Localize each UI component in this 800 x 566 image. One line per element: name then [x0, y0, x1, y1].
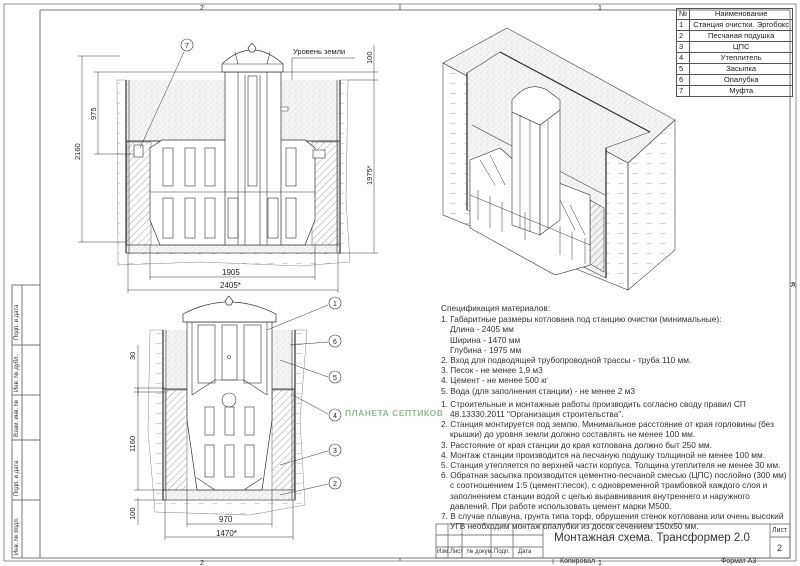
stamp-sign-date: Подп. и дата: [14, 304, 20, 340]
balloon-4: 4: [333, 413, 337, 420]
note-item: 4. Монтаж станции производится на песчан…: [441, 449, 765, 460]
row-no: 4: [675, 52, 691, 64]
dim-2160: 2160: [73, 143, 82, 160]
row-no: 2: [675, 30, 691, 42]
copied-label: Копировал: [560, 558, 596, 565]
isometric-view: [442, 27, 676, 291]
sheet-number: 2: [777, 543, 783, 553]
sheet-label: Лист: [772, 527, 788, 534]
spec-item: 3. Песок - не менее 1,9 м3: [441, 365, 543, 376]
row-no: 1: [675, 19, 691, 31]
header-no: №: [675, 8, 691, 20]
zone-label: 1: [598, 5, 602, 12]
row-name: Утеплитель: [689, 52, 794, 64]
row-no: 3: [675, 41, 691, 53]
watermark-logo: ПЛАНЕТА СЕПТИКОВ: [345, 408, 443, 418]
dim-30: 30: [128, 352, 137, 360]
row-no: 6: [675, 74, 691, 86]
drawing-title: Монтажная схема. Трансформер 2.0: [554, 532, 750, 544]
note-item: 7. В случае плывуна, грунта типа торф, о…: [441, 511, 784, 532]
dim-100: 100: [365, 51, 374, 64]
watermark-text: ПЛАНЕТА СЕПТИКОВ: [345, 408, 444, 418]
specification-notes: Спецификация материалов: 1. Габаритные р…: [441, 303, 791, 531]
section-view: 1 6 5 4 3 2 30 1160 100 970 1470*: [128, 295, 342, 540]
note-item: 5. Станция утепляется по верхней части к…: [441, 460, 781, 471]
sheet-frame: [3, 3, 797, 562]
balloon-1: 1: [333, 301, 337, 308]
col-doc-no: № докум.: [467, 549, 494, 555]
ground-level-label: Уровень земли: [293, 47, 345, 56]
spec-heading: Спецификация материалов:: [441, 303, 551, 313]
section-balloons: [328, 296, 342, 490]
col-sheet: Лист: [450, 549, 464, 555]
stamp-orig-inv: Инв. № подл.: [14, 517, 20, 555]
row-name: ЦПС: [689, 41, 794, 53]
col-date: Дата: [518, 549, 532, 555]
dim-1470: 1470*: [216, 529, 237, 538]
row-no: 5: [675, 63, 691, 75]
header-name: Наименование: [689, 8, 794, 20]
note-item: 2. Станция монтируется под землю. Минима…: [441, 419, 774, 440]
row-no: 7: [675, 85, 691, 97]
spec-item: Ширина - 1470 мм: [450, 334, 521, 345]
dim-100: 100: [128, 507, 137, 520]
stamp-sign-date-2: Подп. и дата: [14, 460, 20, 496]
note-item: 1. Строительные и монтажные работы произ…: [441, 398, 746, 420]
dim-975: 975: [89, 107, 98, 120]
format-label: Формат А3: [721, 558, 757, 565]
row-name: Засыпка: [689, 63, 794, 75]
row-name: Опалубка: [689, 74, 794, 86]
balloon-2: 2: [333, 481, 337, 488]
dim-1975: 1975*: [365, 165, 374, 185]
zone-label: A: [791, 282, 796, 289]
spec-item: Длина - 2405 мм: [450, 324, 514, 335]
zone-label: 1: [598, 560, 602, 566]
col-sign: Подп.: [494, 549, 510, 555]
front-view: 7 Уровень земли 975 2160 1975* 100 1905 …: [73, 38, 378, 293]
dim-970: 970: [219, 515, 233, 524]
spec-item: 4. Цемент - не менее 500 кг: [441, 375, 548, 386]
zone-label: 2: [200, 560, 204, 566]
spec-item: 1. Габаритные размеры котлована под стан…: [441, 314, 722, 325]
dim-1905: 1905: [222, 268, 240, 277]
spec-item: 5. Вода (для заполнения станции) - не ме…: [441, 385, 635, 396]
parts-table-header: № Наименование: [675, 8, 794, 20]
row-name: Песчаная подушка: [689, 30, 794, 42]
dim-1160: 1160: [128, 436, 137, 452]
note-item: 6. Обратная засыпка производится цементн…: [441, 470, 787, 511]
station-ribs: [150, 147, 315, 239]
stamp-replace-inv: Взам. инв. №: [14, 399, 20, 437]
balloon-6: 6: [333, 339, 337, 346]
spec-item: 2. Вход для подводящей трубопроводной тр…: [441, 355, 692, 366]
dim-2405: 2405*: [220, 281, 241, 290]
balloon-3: 3: [333, 448, 337, 455]
note-item: 3. Расстояние от края станции до края ко…: [441, 439, 712, 450]
stamp-dup-inv: Инв. № дубл.: [14, 354, 20, 392]
balloon-7: 7: [185, 43, 189, 50]
row-name: Муфта: [689, 85, 794, 97]
spec-item: Глубина - 1975 мм: [450, 344, 522, 355]
zone-label: 2: [200, 5, 204, 12]
balloon-5: 5: [333, 375, 337, 382]
col-change: Изм.: [437, 549, 450, 555]
row-name: Станция очистки. Эргобокс: [689, 19, 794, 31]
